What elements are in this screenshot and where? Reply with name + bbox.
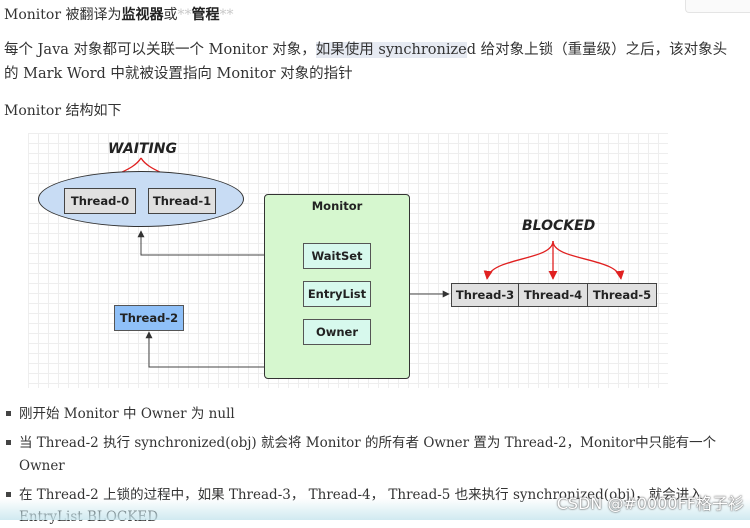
term-monitor: 监视器 [121, 7, 164, 23]
thread-2-box: Thread-2 [114, 305, 184, 331]
paragraph-part1: 每个 Java 对象都可以关联一个 Monitor 对象， [4, 42, 316, 58]
markdown-marks-left: ** [177, 7, 192, 23]
thread-5-box: Thread-5 [587, 283, 657, 307]
intro-or: 或 [163, 7, 178, 23]
bullet-item-2: 当 Thread-2 执行 synchronized(obj) 就会将 Moni… [4, 432, 716, 454]
bullet-text: Owner [19, 458, 65, 474]
csdn-watermark: CSDN @#0000FF格子衫 [556, 494, 744, 513]
owner-slot: Owner [303, 319, 371, 345]
paragraph-highlight: 如果使用 synchronize [315, 42, 467, 58]
blocked-label: BLOCKED [522, 218, 596, 234]
entrylist-slot: EntryList [303, 281, 371, 307]
thread-3-box: Thread-3 [451, 283, 519, 307]
paragraph-part2: d 给对象上锁（重量级）之后，该对象头 [466, 42, 728, 58]
bullet-text: 刚开始 Monitor 中 Owner 为 null [19, 406, 235, 422]
blocked-arrow-left [483, 240, 554, 280]
thread-0-box: Thread-0 [64, 188, 136, 214]
bullet-marker [6, 440, 11, 445]
monitor-title: Monitor [311, 199, 363, 213]
thread-1-box: Thread-1 [148, 188, 216, 214]
intro-prefix: Monitor 被翻译为 [4, 7, 122, 23]
monitor-diagram: WAITING Thread-0 Thread-1 Monitor WaitSe… [28, 133, 668, 388]
bullet-text: 当 Thread-2 执行 synchronized(obj) 就会将 Moni… [19, 435, 717, 451]
term-guancheng: 管程 [191, 7, 220, 23]
waitset-slot: WaitSet [303, 243, 371, 269]
thread-4-box: Thread-4 [518, 283, 588, 307]
paragraph-line-1: 每个 Java 对象都可以关联一个 Monitor 对象，如果使用 synchr… [4, 38, 727, 62]
waitset-connector [137, 230, 303, 256]
waiting-label: WAITING [108, 141, 177, 157]
bullet-marker [6, 492, 11, 497]
bullet-item-1: 刚开始 Monitor 中 Owner 为 null [4, 403, 235, 425]
markdown-marks-right: ** [219, 7, 234, 23]
top-right-tab [685, 0, 750, 13]
blocked-arrow-right [552, 240, 625, 280]
bullet-item-2-continuation: Owner [4, 455, 65, 477]
diagram-caption: Monitor 结构如下 [4, 103, 122, 119]
bottom-fade-overlay [0, 498, 750, 520]
paragraph-line-2: 的 Mark Word 中就被设置指向 Monitor 对象的指针 [4, 66, 353, 82]
intro-line: Monitor 被翻译为监视器或**管程** [4, 4, 233, 24]
bullet-marker [6, 411, 11, 416]
